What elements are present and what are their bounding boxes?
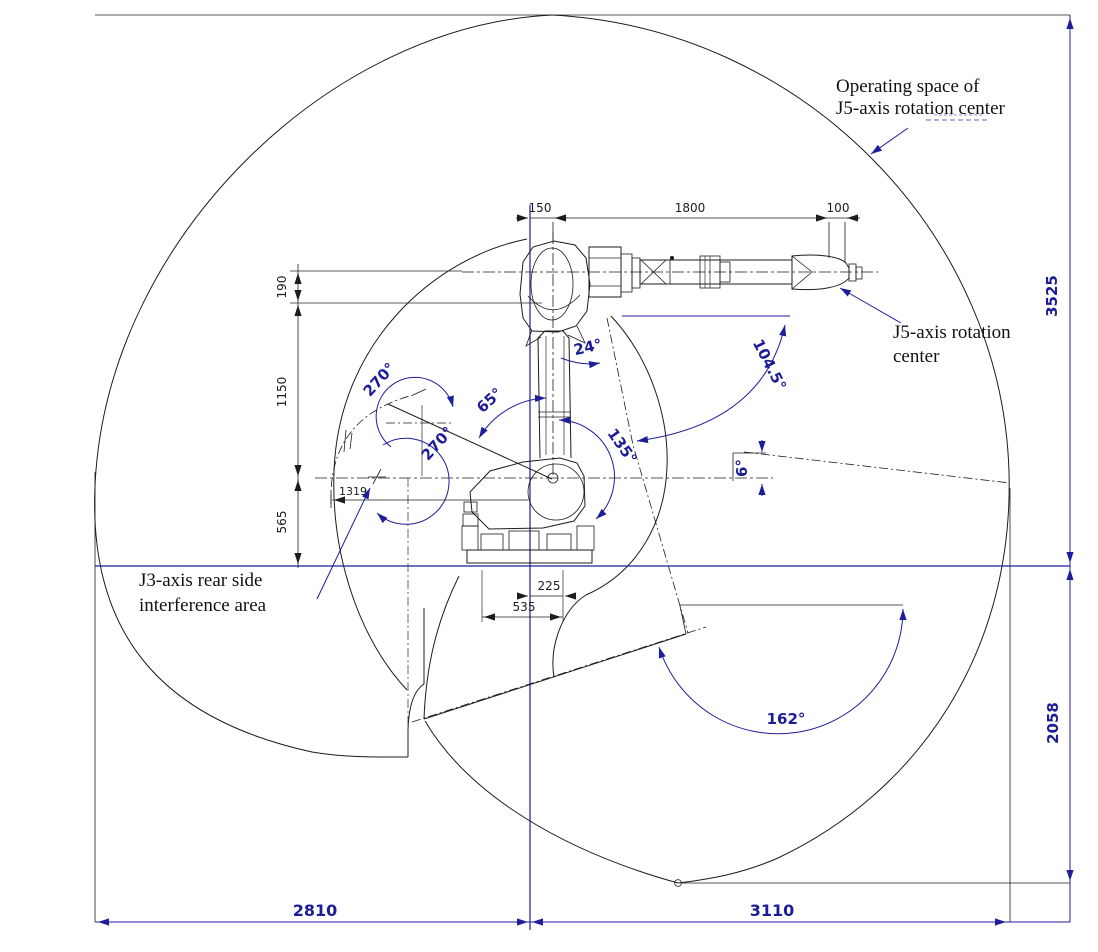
angle-270-lower: 270° bbox=[418, 423, 457, 464]
text-annotations: Operating space of J5-axis rotation cent… bbox=[139, 76, 1011, 616]
tilt-6deg-bracket bbox=[732, 452, 766, 481]
small-bracket-marks bbox=[343, 429, 353, 453]
upper-arm-detail bbox=[538, 336, 571, 455]
dim-535: 535 bbox=[513, 600, 536, 614]
operating-envelope bbox=[94, 14, 1010, 884]
leader-j3-area bbox=[316, 487, 371, 600]
j3-coupler-2 bbox=[631, 257, 641, 289]
top-dim-extensions bbox=[552, 222, 846, 262]
j3-coupler-1 bbox=[620, 253, 633, 293]
forearm-taper-x bbox=[640, 259, 671, 285]
limit-65-line bbox=[387, 403, 553, 480]
wrist-flange-2 bbox=[855, 266, 863, 280]
angle-162: 162° bbox=[767, 710, 806, 728]
dim-150: 150 bbox=[529, 201, 552, 215]
centerlines-blue bbox=[95, 205, 1070, 930]
angle-104-5: 104.5° bbox=[749, 336, 790, 393]
arc-24 bbox=[560, 357, 601, 369]
dim-1800: 1800 bbox=[675, 201, 706, 215]
arc-270-upper bbox=[375, 376, 454, 448]
elbow-inner-oval bbox=[530, 247, 574, 321]
angle-270-upper: 270° bbox=[360, 359, 399, 400]
left-dim-extensions bbox=[290, 270, 542, 304]
leader-j5-center bbox=[839, 287, 902, 324]
wrist-fan-lines bbox=[791, 255, 813, 290]
wedge-centerline bbox=[411, 626, 707, 723]
angle-6: 6° bbox=[733, 459, 751, 477]
j3-rear-area-tick bbox=[412, 388, 427, 396]
wedge-upper-line bbox=[423, 633, 687, 720]
base-block-3 bbox=[508, 530, 540, 551]
arc-270-lower bbox=[376, 437, 450, 525]
j3-rear-area-centerline bbox=[330, 394, 414, 505]
wedge-corner-line bbox=[679, 605, 687, 635]
j3-motor-lines bbox=[589, 257, 621, 287]
base-block-2 bbox=[480, 533, 504, 551]
j2-axis-point bbox=[547, 472, 559, 484]
turret-body bbox=[469, 457, 586, 530]
leader-operating-space bbox=[870, 127, 909, 155]
base-connector-2 bbox=[462, 513, 479, 527]
dim-1319: 1319 bbox=[339, 485, 367, 498]
dim-190: 190 bbox=[275, 276, 289, 299]
base-block-4 bbox=[546, 533, 572, 551]
arc-135 bbox=[558, 416, 615, 520]
arc-65 bbox=[478, 394, 547, 439]
angle-24: 24° bbox=[572, 335, 604, 359]
dim-2058: 2058 bbox=[1044, 702, 1062, 744]
j5-center-label-line1: J5-axis rotation bbox=[893, 322, 1011, 343]
base-dim-extensions bbox=[481, 570, 564, 622]
elbow-housing bbox=[519, 240, 591, 333]
elbow-gussets bbox=[525, 325, 586, 347]
dimensions-black: 150 1800 100 190 1150 565 1319 225 535 bbox=[275, 201, 860, 622]
robot-silhouette bbox=[461, 240, 863, 564]
operating-space-label-line2: J5-axis rotation center bbox=[836, 98, 1006, 119]
j3-area-label-line2: interference area bbox=[139, 595, 267, 616]
dim-565: 565 bbox=[275, 511, 289, 534]
tilt-6deg-centerline bbox=[743, 451, 1011, 484]
envelope-arc-right bbox=[551, 14, 1010, 884]
dim-1150: 1150 bbox=[275, 377, 289, 408]
angle-65: 65° bbox=[473, 384, 506, 417]
dimensions-blue: 3525 2058 2810 3110 bbox=[95, 15, 1074, 926]
tilted-limit-centerline bbox=[606, 317, 689, 634]
forearm-mid-lines bbox=[704, 256, 711, 288]
forearm-mid-block bbox=[719, 261, 731, 283]
upper-arm bbox=[537, 330, 572, 459]
arc-104-5 bbox=[636, 324, 787, 444]
j5-center-label-line2: center bbox=[893, 346, 940, 367]
dim-3525: 3525 bbox=[1043, 275, 1061, 317]
base-block-1 bbox=[461, 525, 479, 551]
dim-3110: 3110 bbox=[750, 901, 795, 920]
frame-extension-lines bbox=[94, 14, 1070, 922]
angle-dimensions: 270° 270° 65° 24° 135° 104.5° 6° 162° bbox=[360, 324, 907, 735]
angle-135: 135° bbox=[604, 425, 641, 467]
j3-area-label-line1: J3-axis rear side bbox=[139, 570, 262, 591]
envelope-slot bbox=[407, 608, 425, 757]
j1-center-cross bbox=[368, 468, 386, 485]
inner-arc-right bbox=[552, 315, 668, 678]
base-connector-1 bbox=[463, 501, 478, 513]
wedge-lower-arc bbox=[424, 720, 679, 884]
centerlines-black bbox=[315, 232, 1011, 730]
dim-100: 100 bbox=[827, 201, 850, 215]
j2-housing-circle bbox=[527, 463, 585, 521]
operating-space-label-line1: Operating space of bbox=[836, 76, 980, 97]
arc-162 bbox=[658, 608, 907, 735]
inner-arc-left bbox=[333, 238, 528, 691]
base-block-5 bbox=[576, 525, 595, 551]
wrist-flange-1 bbox=[848, 263, 857, 282]
envelope-s-curve bbox=[423, 575, 460, 720]
envelope-arc-left bbox=[94, 14, 553, 758]
base-dim-lines bbox=[482, 595, 563, 618]
forearm-dot bbox=[670, 256, 674, 260]
dim-2810: 2810 bbox=[293, 901, 338, 920]
dim-225: 225 bbox=[538, 579, 561, 593]
elbow-inner-arc bbox=[527, 294, 581, 311]
